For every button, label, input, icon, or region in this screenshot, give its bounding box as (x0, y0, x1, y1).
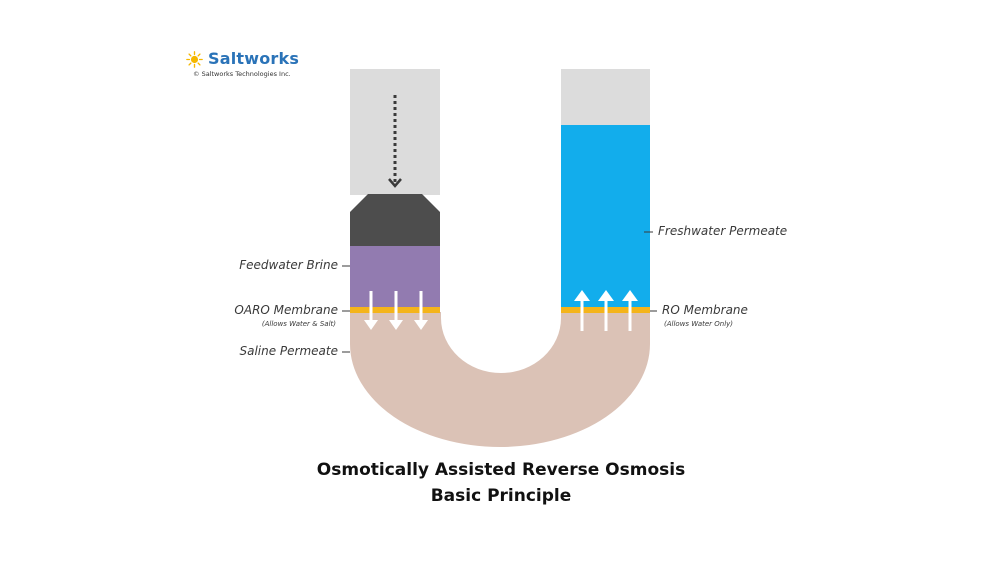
sun-core (190, 55, 199, 64)
pressure-arrow-head (388, 178, 402, 188)
piston (350, 194, 440, 246)
dotted-down-arrow-icon (388, 95, 402, 188)
up-arrow-icon (598, 290, 614, 331)
saline-permeate-label: Saline Permeate (239, 344, 338, 358)
sun-rays (186, 51, 203, 68)
freshwater-permeate-region (561, 125, 650, 307)
down-arrow-icon (389, 291, 403, 330)
freshwater-permeate-label: Freshwater Permeate (658, 224, 788, 238)
oaro-arrow-head (414, 320, 428, 330)
diagram-title: Osmotically Assisted Reverse Osmosis (316, 460, 686, 480)
ro-up-arrows (574, 290, 638, 331)
ro-membrane-note: (Allows Water Only) (664, 320, 734, 328)
up-arrow-icon (574, 290, 590, 331)
oaro-membrane-label: OARO Membrane (234, 303, 338, 317)
down-arrow-icon (414, 291, 428, 330)
ro-arrow-head (574, 290, 590, 301)
feedwater-brine-label: Feedwater Brine (239, 258, 338, 272)
saltworks-logo: Saltworks © Saltworks Technologies Inc. (186, 49, 326, 83)
oaro-arrow-head (364, 320, 378, 330)
oaro-membrane-note: (Allows Water & Salt) (261, 320, 336, 328)
saline-permeate-region (350, 312, 650, 447)
oaro-down-arrows (364, 291, 428, 330)
sun-icon (186, 51, 203, 68)
down-arrow-icon (364, 291, 378, 330)
logo-name: Saltworks (208, 49, 300, 68)
ro-membrane-label: RO Membrane (662, 303, 748, 317)
diagram-subtitle: Basic Principle (430, 486, 572, 506)
up-arrow-icon (622, 290, 638, 331)
ro-arrow-head (622, 290, 638, 301)
right-tube-empty (561, 69, 650, 125)
oaro-arrow-head (389, 320, 403, 330)
logo-copyright: © Saltworks Technologies Inc. (193, 70, 291, 78)
ro-arrow-head (598, 290, 614, 301)
